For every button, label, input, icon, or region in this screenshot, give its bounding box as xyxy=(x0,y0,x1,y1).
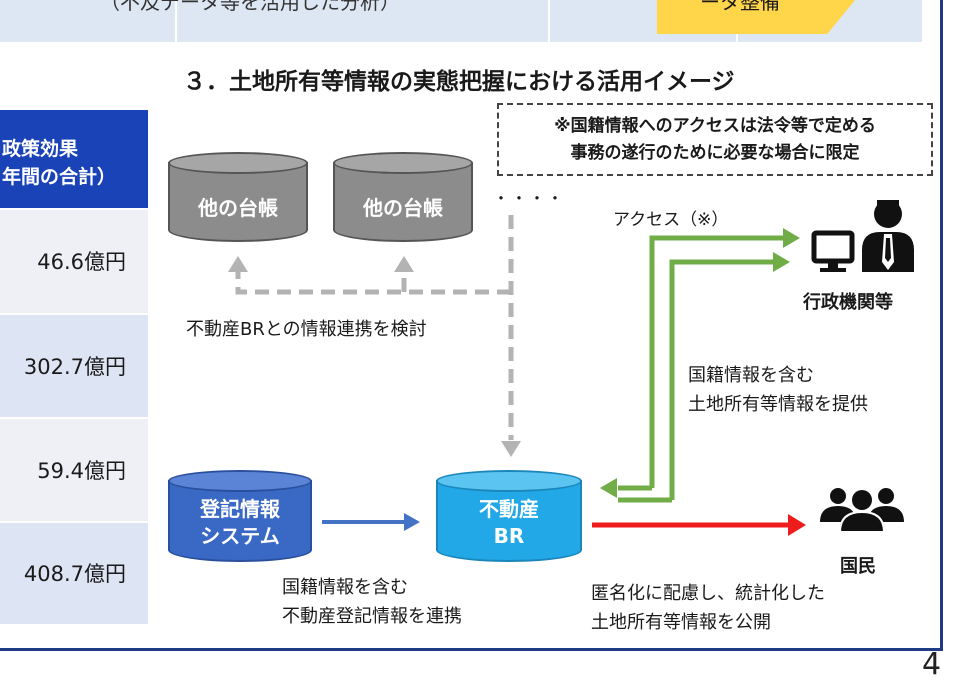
provide-line2: 土地所有等情報を提供 xyxy=(688,394,868,415)
other-ledger-db: 他の台帳 xyxy=(168,152,308,242)
publish-line2: 土地所有等情報を公開 xyxy=(591,612,771,633)
note-line2: 事務の遂行のために必要な場合に限定 xyxy=(570,143,860,163)
government-icon xyxy=(811,200,914,272)
dashed-arrowhead-br xyxy=(501,441,521,457)
registry-link-line2: 不動産登記情報を連携 xyxy=(282,606,462,627)
registry-line1: 登記情報 xyxy=(200,497,280,521)
dashed-arrowhead-ledger1 xyxy=(228,256,248,272)
green-arrowhead-br xyxy=(600,478,617,498)
section-title: ３．土地所有等情報の実態把握における活用イメージ xyxy=(183,69,735,95)
access-label: アクセス（※） xyxy=(613,210,729,230)
table-cell: 302.7億円 xyxy=(0,313,148,417)
frame-bottom-border xyxy=(0,648,943,651)
registry-line2: システム xyxy=(200,524,280,548)
table-cell: 408.7億円 xyxy=(0,521,148,624)
dashed-link-arrows xyxy=(235,215,514,440)
dashed-to-ledger1 xyxy=(235,268,511,295)
yellow-tab xyxy=(657,0,855,34)
gov-label: 行政機関等 xyxy=(803,292,893,313)
table-cell: 59.4億円 xyxy=(0,417,148,521)
publish-label: 匿名化に配慮し、統計化した 土地所有等情報を公開 xyxy=(591,579,825,637)
ledger-label: 他の台帳 xyxy=(198,196,278,220)
ledger-label: 他の台帳 xyxy=(363,196,443,220)
top-divider xyxy=(548,0,550,42)
page-number: 4 xyxy=(922,647,942,682)
table-header: 政策効果 年間の合計） xyxy=(0,110,148,208)
dashed-arrowhead-ledger2 xyxy=(394,256,414,272)
publish-line1: 匿名化に配慮し、統計化した xyxy=(591,583,825,604)
registry-link-line1: 国籍情報を含む xyxy=(282,577,408,598)
registry-link-label: 国籍情報を含む 不動産登記情報を連携 xyxy=(282,573,462,631)
provide-label: 国籍情報を含む 土地所有等情報を提供 xyxy=(688,361,868,419)
green-access-line xyxy=(649,235,790,488)
blue-arrowhead xyxy=(404,513,420,531)
table-cell: 46.6億円 xyxy=(0,208,148,313)
note-line1: ※国籍情報へのアクセスは法令等で定める xyxy=(554,116,876,136)
red-arrowhead xyxy=(788,514,806,536)
link-consideration-label: 不動産BRとの情報連携を検討 xyxy=(186,319,427,340)
table-header-line1: 政策効果 xyxy=(2,138,79,160)
frame-right-border xyxy=(940,0,943,650)
ellipsis-dots: ・・・・ xyxy=(493,189,566,208)
yellow-tab-text: ータ整備 xyxy=(700,0,780,14)
real-estate-br-db: 不動産 BR xyxy=(436,470,582,562)
br-line1: 不動産 xyxy=(479,497,539,521)
green-provide-line xyxy=(669,259,778,500)
top-divider xyxy=(175,0,177,42)
citizen-label: 国民 xyxy=(840,556,876,577)
provide-line1: 国籍情報を含む xyxy=(688,365,814,386)
table-header-line2: 年間の合計） xyxy=(2,166,117,188)
top-strip-text: （不及データ等を活用した分析） xyxy=(100,0,400,14)
green-arrowhead-gov xyxy=(783,228,800,248)
registry-system-db: 登記情報 システム xyxy=(168,470,312,562)
citizens-icon xyxy=(820,488,904,533)
br-line2: BR xyxy=(493,524,525,548)
access-note: ※国籍情報へのアクセスは法令等で定める 事務の遂行のために必要な場合に限定 xyxy=(497,103,933,176)
green-arrowhead-gov2 xyxy=(773,252,790,272)
other-ledger-db: 他の台帳 xyxy=(333,152,473,242)
